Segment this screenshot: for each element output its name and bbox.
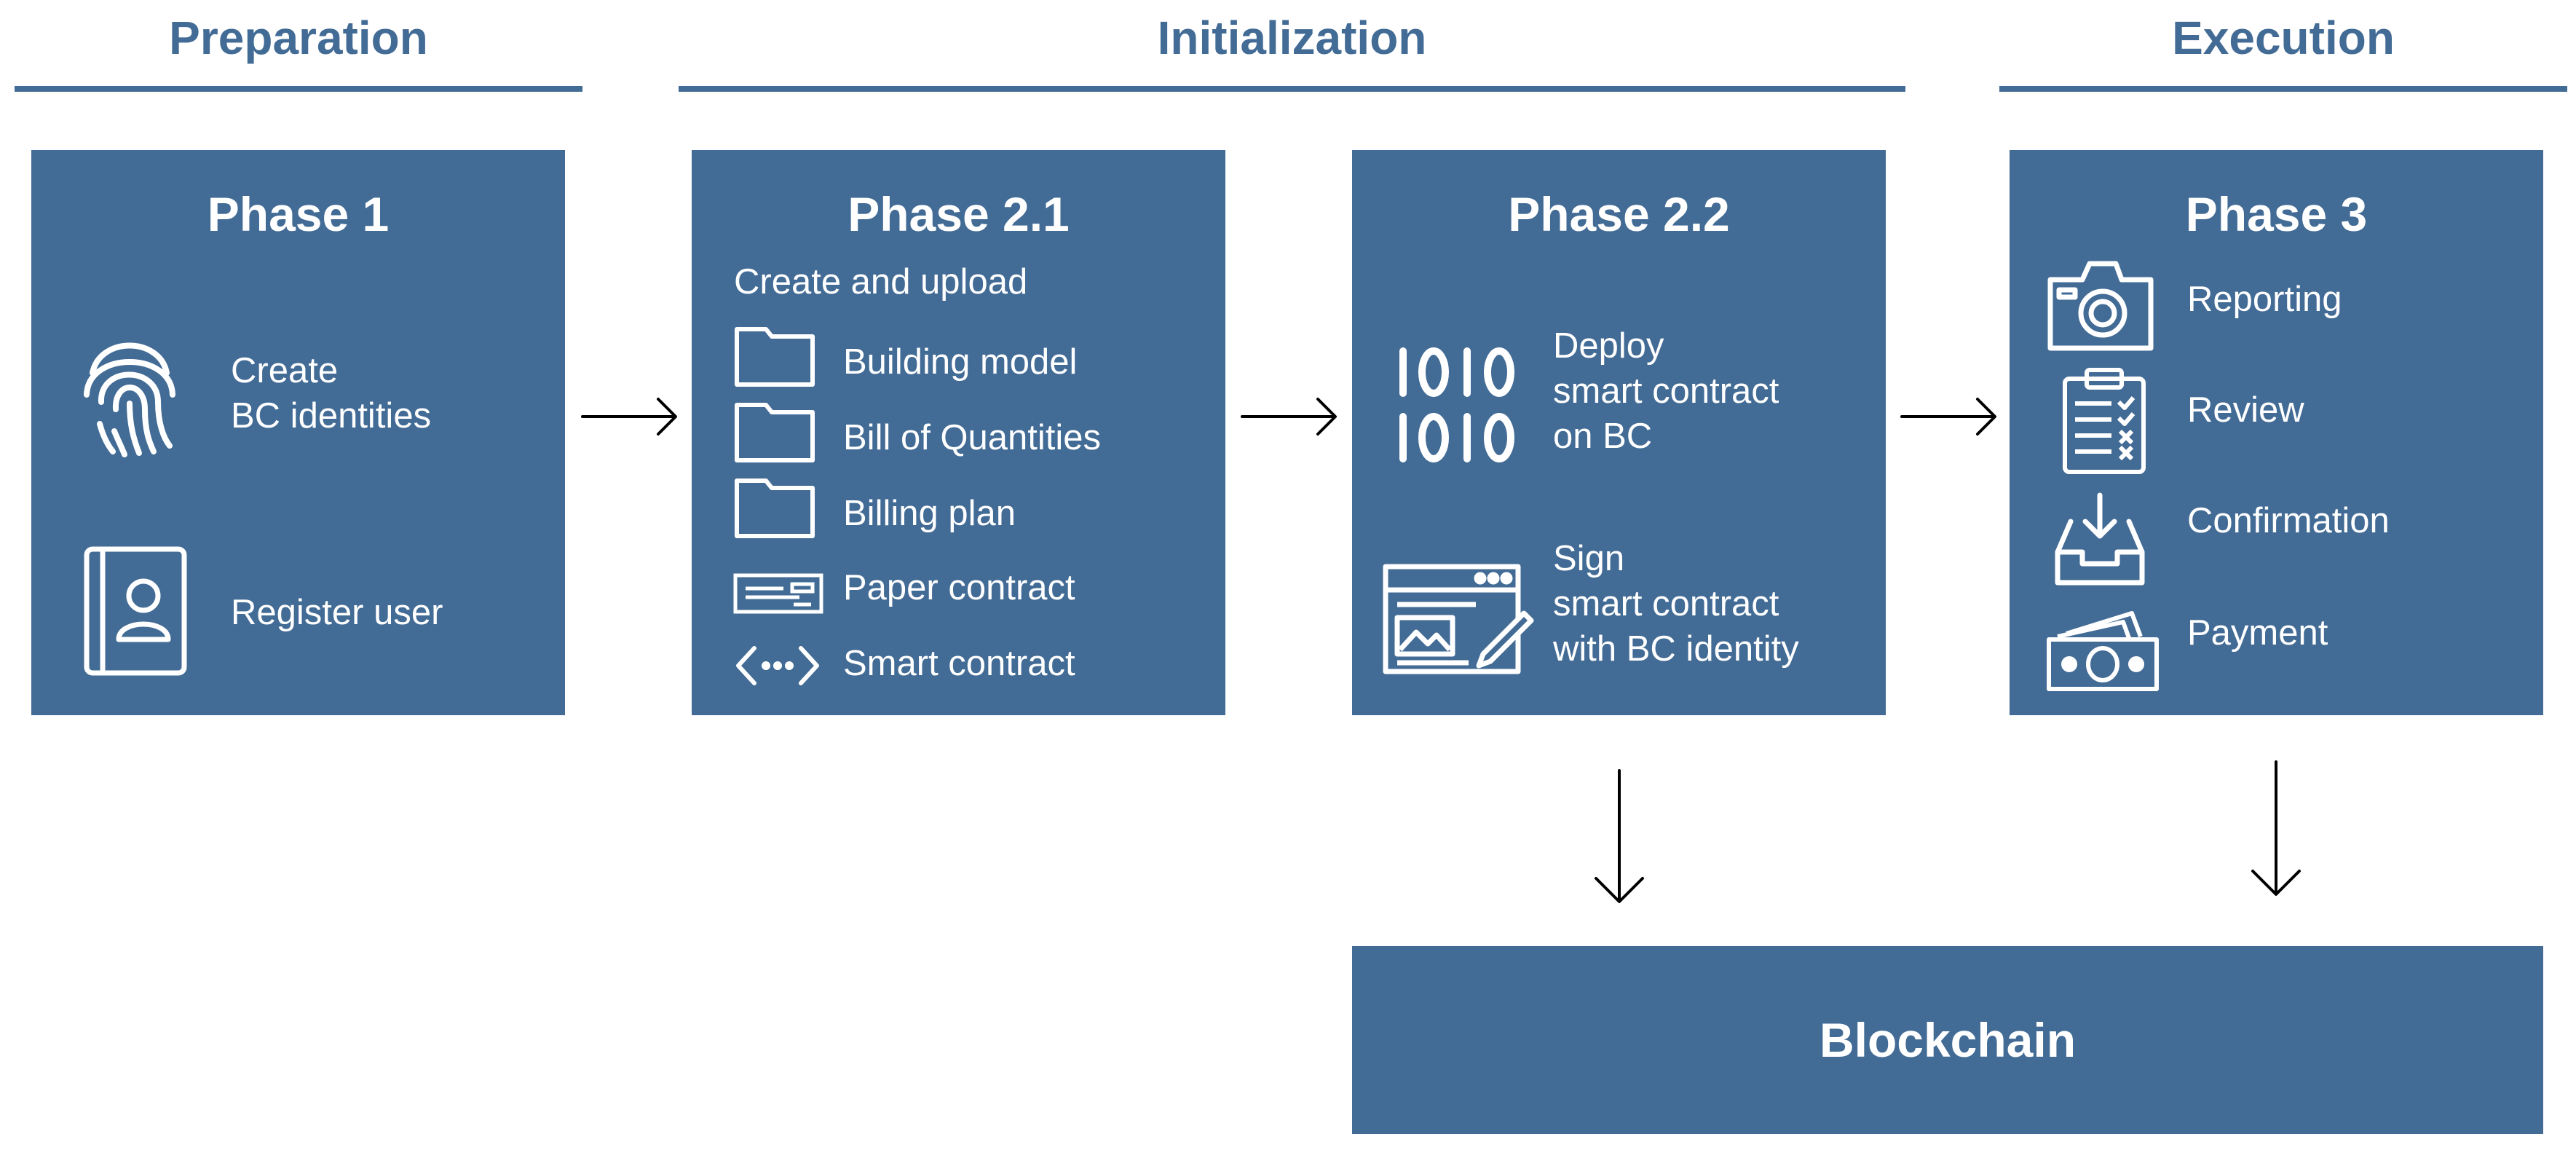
- create-upload-label: Create and upload: [734, 262, 1028, 302]
- phase-3-box: Phase 3 Reporting Review Confirmation Pa…: [2010, 150, 2543, 715]
- fingerprint-icon: [84, 342, 175, 457]
- bill-of-quantities-label: Bill of Quantities: [843, 418, 1102, 457]
- cheque-icon: [733, 573, 823, 614]
- stage-rule-initialization: [679, 86, 1905, 92]
- inbox-icon: [2055, 492, 2145, 586]
- stage-title-execution: Execution: [2172, 12, 2395, 64]
- blockchain-label: Blockchain: [1819, 1013, 2077, 1067]
- camera-icon: [2047, 261, 2154, 351]
- browser-sign-icon: [1383, 564, 1534, 674]
- code-icon: [736, 646, 819, 685]
- folder-icon: [735, 403, 815, 462]
- billing-plan-label: Billing plan: [843, 494, 1016, 533]
- confirmation-label: Confirmation: [2187, 501, 2390, 540]
- phase-2-1-title: Phase 2.1: [848, 187, 1070, 241]
- deploy-contract-label: Deploy smart contract on BC: [1553, 326, 1779, 456]
- smart-contract-label: Smart contract: [843, 644, 1075, 683]
- arrow-phase22-to-phase3: [1900, 398, 1996, 436]
- arrow-phase1-to-phase21: [581, 398, 677, 436]
- stage-rule-preparation: [15, 86, 582, 92]
- arrow-phase22-to-blockchain: [1595, 769, 1644, 903]
- register-user-label: Register user: [231, 593, 443, 632]
- arrow-phase3-to-blockchain: [2251, 760, 2301, 896]
- phase-1-title: Phase 1: [207, 187, 390, 241]
- building-model-label: Building model: [843, 342, 1078, 382]
- review-label: Review: [2187, 390, 2304, 430]
- binary-icon: [1399, 347, 1514, 462]
- money-icon: [2047, 611, 2159, 691]
- arrow-phase21-to-phase22: [1241, 398, 1337, 436]
- blockchain-box: Blockchain: [1352, 946, 2543, 1134]
- payment-label: Payment: [2187, 613, 2328, 653]
- sign-contract-label: Sign smart contract with BC identity: [1553, 539, 1799, 669]
- phase-2-2-title: Phase 2.2: [1508, 187, 1730, 241]
- phase-2-2-box: Phase 2.2 Deploy smart contract on BC Si…: [1352, 150, 1886, 715]
- phase-2-1-box: Phase 2.1 Create and upload Building mod…: [692, 150, 1225, 715]
- stage-title-initialization: Initialization: [1157, 12, 1427, 64]
- stage-title-preparation: Preparation: [169, 12, 428, 64]
- stage-rule-execution: [1999, 86, 2567, 92]
- create-identities-label: Create BC identities: [231, 351, 432, 436]
- phase-1-box: Phase 1 Create BC identities Register us…: [31, 150, 565, 715]
- folder-icon: [735, 327, 815, 387]
- address-book-icon: [84, 546, 187, 676]
- clipboard-icon: [2063, 368, 2146, 474]
- folder-icon: [735, 478, 815, 538]
- reporting-label: Reporting: [2187, 280, 2342, 319]
- paper-contract-label: Paper contract: [843, 568, 1075, 607]
- phase-3-title: Phase 3: [2185, 187, 2368, 241]
